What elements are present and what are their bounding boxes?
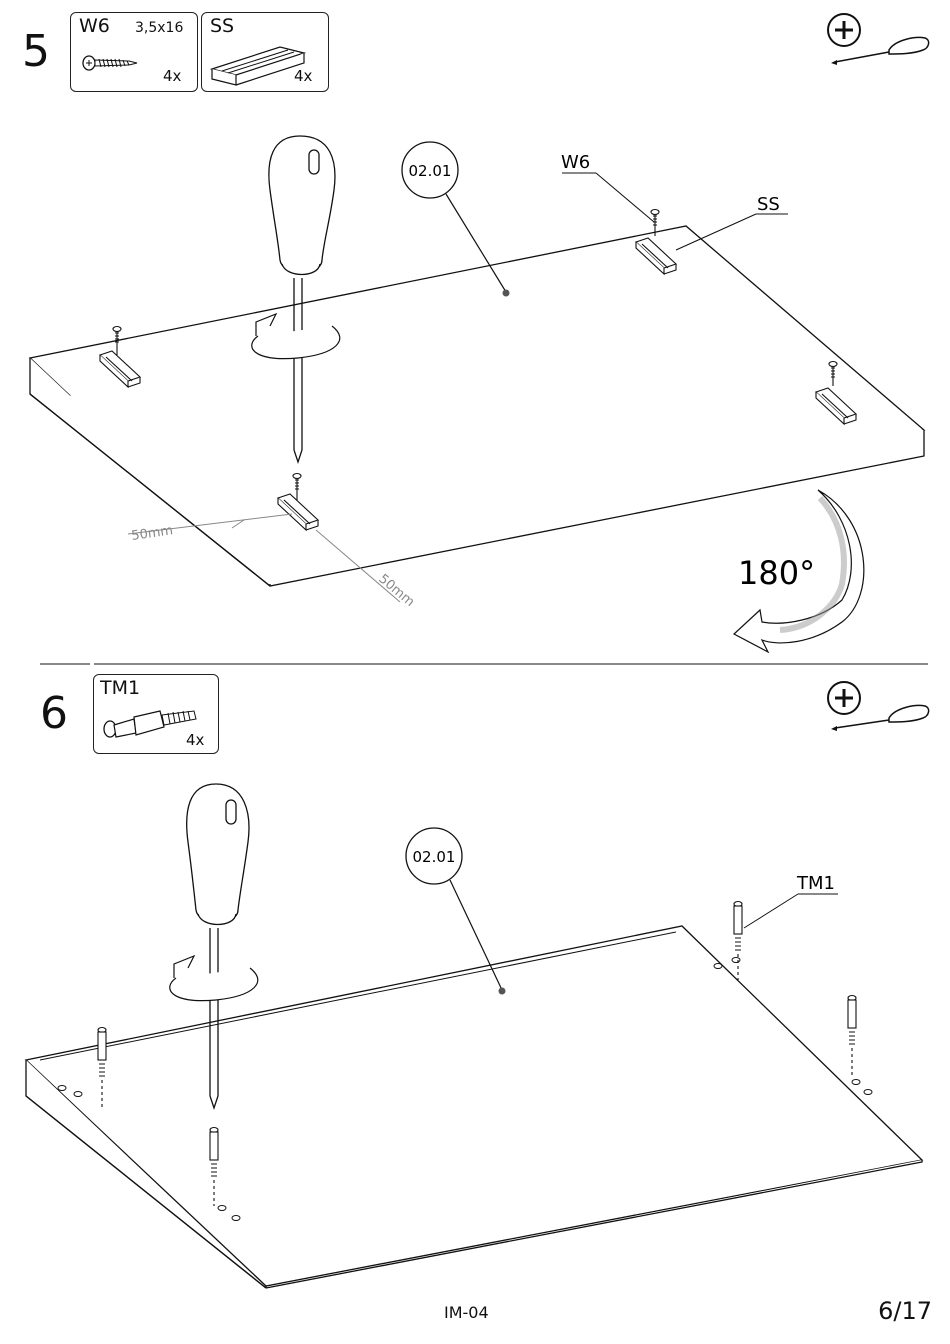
step-6-number: 6 [40,692,68,736]
part-code: SS [210,17,234,36]
rotation-arrow [170,956,258,1001]
page-number: 6/17 [878,1297,932,1325]
screw-callout-label: W6 [561,152,590,173]
rotation-label: 180° [738,554,815,592]
dimension-label-horizontal: 50mm [130,523,174,544]
board-panel [26,926,922,1288]
part-size: 3,5x16 [135,21,183,35]
part-qty: 4x [163,69,181,84]
part-card-ss: SS 4x [201,12,329,92]
phillips-screwdriver-icon [825,680,935,742]
part-code: W6 [79,17,110,36]
phillips-screwdriver-icon [825,10,935,72]
plate-callout-label: SS [757,194,780,215]
step-5-number: 5 [22,30,50,74]
panel-callout-label: 02.01 [409,162,452,180]
document-code: IM-04 [444,1303,489,1322]
leader-lines [744,894,838,928]
section-divider [0,655,950,675]
step-6-illustration: 02.01 TM1 [0,760,950,1300]
step-5-illustration: 02.01 W6 SS [0,100,950,660]
dimension-label-depth: 50mm [375,572,417,610]
panel-callout-label: 02.01 [413,848,456,866]
part-card-tm1: TM1 4x [93,674,219,754]
slide-plate-icon [208,39,308,87]
screw-icon [81,49,141,75]
cam-bolt-icon [100,705,200,741]
part-card-w6: W6 3,5x16 4x [70,12,198,92]
bolt-callout-label: TM1 [796,873,835,894]
part-code: TM1 [100,679,140,698]
